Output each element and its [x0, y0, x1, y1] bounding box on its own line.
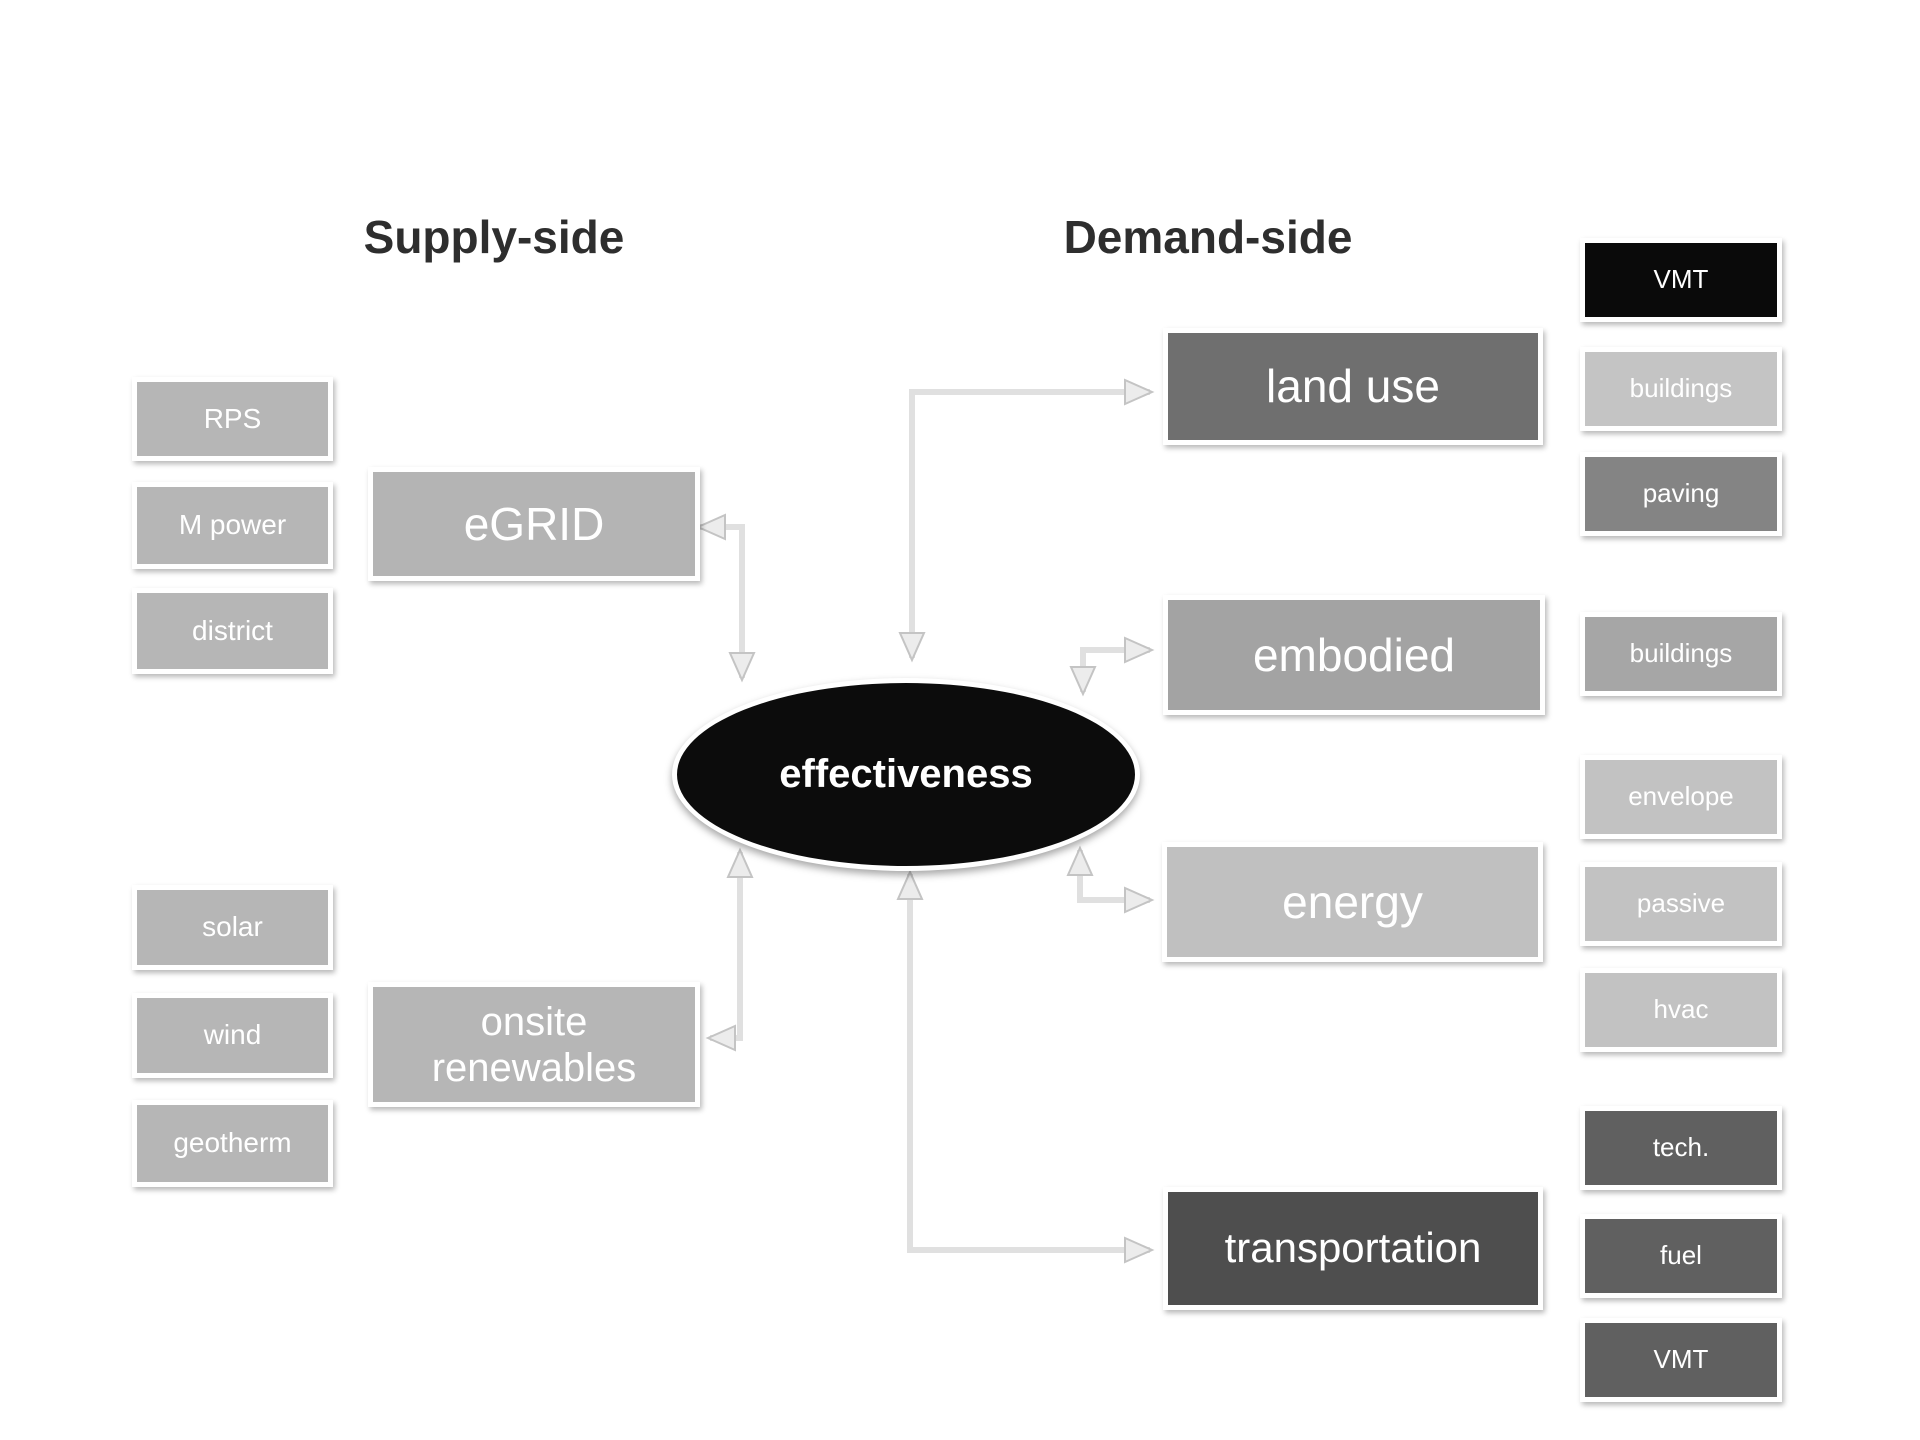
connector-effectiveness-transportation — [896, 869, 1155, 1264]
node-buildings-landuse: buildings — [1580, 347, 1782, 431]
node-geotherm: geotherm — [132, 1100, 333, 1187]
node-energy: energy — [1162, 842, 1543, 962]
node-passive: passive — [1580, 862, 1782, 946]
node-embodied: embodied — [1163, 595, 1545, 715]
node-paving: paving — [1580, 452, 1782, 536]
supply-side-title: Supply-side — [363, 211, 625, 263]
node-egrid: eGRID — [368, 467, 700, 581]
node-solar: solar — [132, 885, 333, 970]
demand-side-title: Demand-side — [1063, 211, 1353, 263]
node-m-power: M power — [132, 482, 333, 569]
node-onsite-renewables: onsite renewables — [368, 982, 700, 1107]
node-wind: wind — [132, 993, 333, 1078]
effectiveness-ellipse: effectiveness — [672, 678, 1140, 871]
connector-effectiveness-energy — [1066, 845, 1155, 914]
connector-egrid-effectiveness — [695, 513, 756, 683]
node-tech: tech. — [1580, 1106, 1782, 1190]
node-envelope: envelope — [1580, 755, 1782, 839]
node-hvac: hvac — [1580, 968, 1782, 1052]
node-vmt-landuse: VMT — [1580, 238, 1782, 322]
node-transportation: transportation — [1163, 1187, 1543, 1310]
node-land-use: land use — [1163, 328, 1543, 445]
node-buildings-embodied: buildings — [1580, 612, 1782, 696]
connector-effectiveness-onsite — [705, 847, 754, 1052]
node-fuel: fuel — [1580, 1214, 1782, 1298]
connector-effectiveness-embodied — [1069, 636, 1155, 697]
connector-effectiveness-landuse — [898, 378, 1155, 663]
node-rps: RPS — [132, 377, 333, 461]
node-district: district — [132, 588, 333, 674]
node-vmt-transportation: VMT — [1580, 1318, 1782, 1402]
